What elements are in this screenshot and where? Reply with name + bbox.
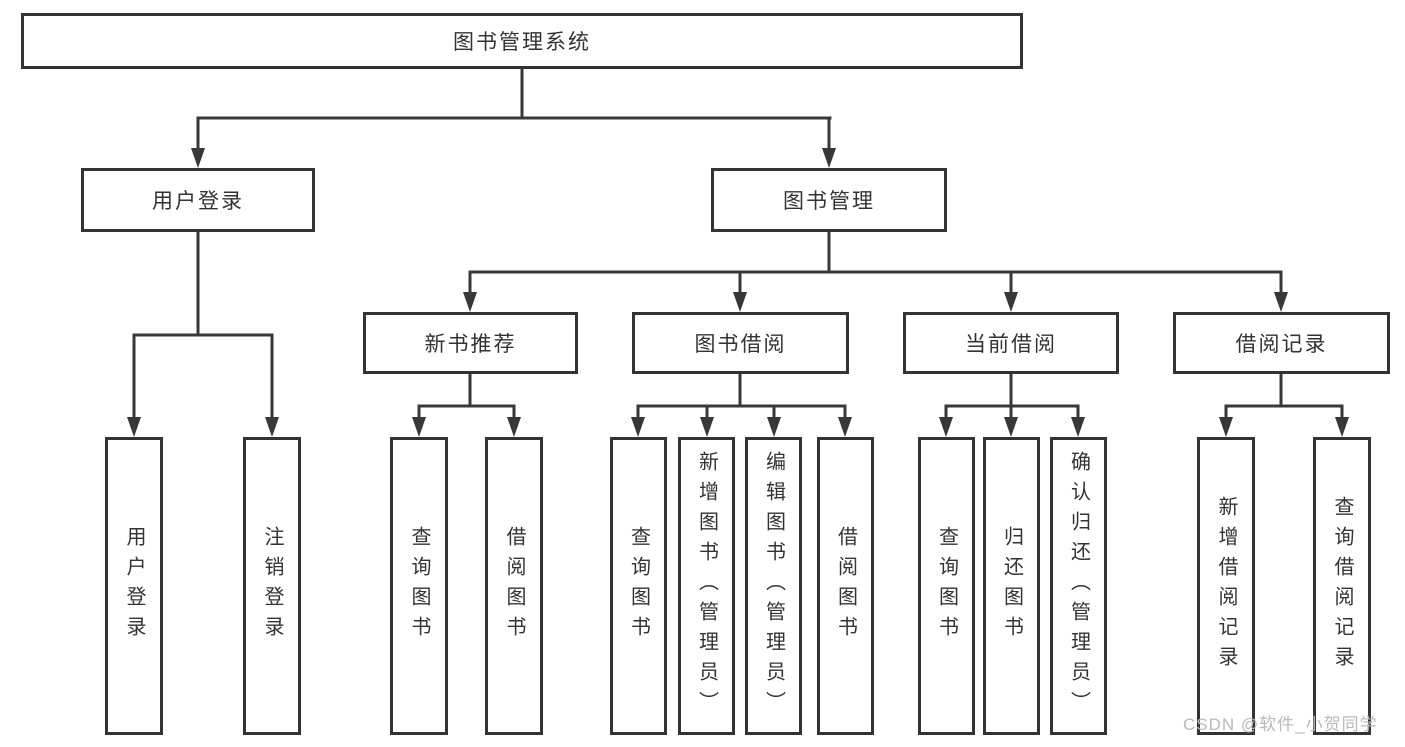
- leaf-edit-book-admin: 编辑图书（管理员）: [745, 437, 802, 735]
- node-borrow-records: 借阅记录: [1173, 312, 1390, 374]
- leaf-query-books-3: 查询图书: [918, 437, 975, 735]
- node-book-management: 图书管理: [711, 168, 947, 232]
- leaf-query-books-1: 查询图书: [390, 437, 448, 735]
- node-current-borrow: 当前借阅: [903, 312, 1119, 374]
- csdn-watermark: CSDN @软件_小贺同学: [1183, 715, 1378, 734]
- node-book-borrow: 图书借阅: [632, 312, 849, 374]
- leaf-confirm-return-admin: 确认归还（管理员）: [1050, 437, 1107, 735]
- leaf-borrow-books-2: 借阅图书: [817, 437, 874, 735]
- leaf-query-borrow-record: 查询借阅记录: [1313, 437, 1371, 735]
- leaf-logout: 注销登录: [243, 437, 301, 735]
- node-new-book-recommend: 新书推荐: [363, 312, 578, 374]
- leaf-return-book: 归还图书: [983, 437, 1040, 735]
- node-user-login: 用户登录: [81, 168, 315, 232]
- leaf-add-borrow-record: 新增借阅记录: [1197, 437, 1255, 735]
- leaf-add-book-admin: 新增图书（管理员）: [678, 437, 735, 735]
- node-library-management-system: 图书管理系统: [21, 13, 1023, 69]
- leaf-borrow-books-1: 借阅图书: [485, 437, 543, 735]
- leaf-query-books-2: 查询图书: [610, 437, 667, 735]
- leaf-user-login: 用户登录: [105, 437, 163, 735]
